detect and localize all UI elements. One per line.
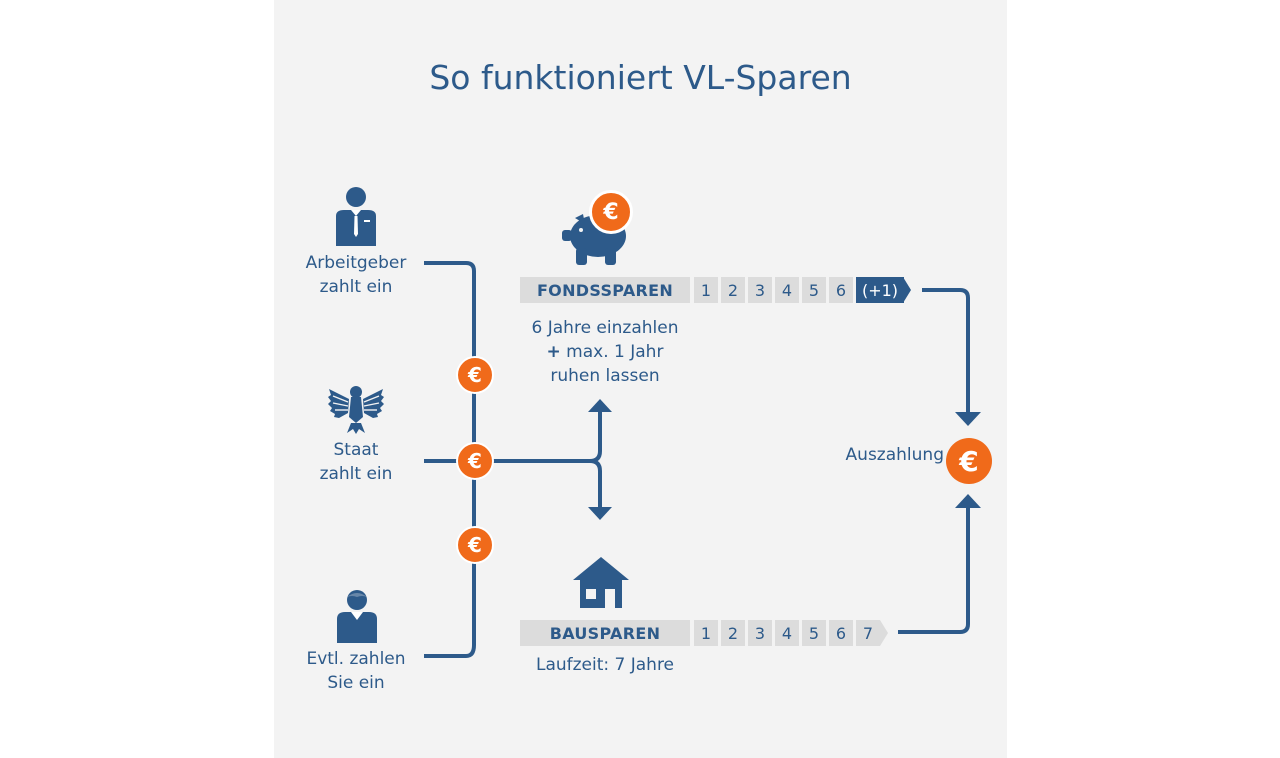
state-label: Staat zahlt ein	[319, 440, 393, 484]
employer-icon	[336, 187, 376, 246]
euro-coin-state: €	[456, 442, 494, 480]
fondssparen-label: FONDSSPAREN	[520, 277, 690, 303]
person-icon	[337, 590, 377, 643]
fonds-bar-tip	[903, 277, 911, 303]
fonds-year: 4	[775, 277, 799, 303]
baus-year: 4	[775, 620, 799, 646]
payout-label: Auszahlung	[845, 445, 944, 465]
piggy-euro-coin: €	[589, 190, 633, 234]
arrow-up-payout	[955, 494, 981, 508]
arrow-down-payout	[955, 412, 981, 426]
baus-year: 3	[748, 620, 772, 646]
page-title: So funktioniert VL-Sparen	[429, 58, 852, 97]
eagle-icon	[328, 386, 384, 434]
baus-year: 5	[802, 620, 826, 646]
fonds-year: 6	[829, 277, 853, 303]
payout-euro-coin: €	[946, 438, 992, 484]
house-icon	[573, 557, 629, 608]
baus-payout-line	[898, 508, 970, 634]
fondssparen-description: 6 Jahre einzahlen + max. 1 Jahr ruhen la…	[531, 318, 679, 386]
euro-coin-self: €	[456, 526, 494, 564]
arrow-down-baus	[588, 507, 612, 520]
fonds-year: 2	[721, 277, 745, 303]
fonds-year: 3	[748, 277, 772, 303]
employer-label: Arbeitgeber zahlt ein	[305, 253, 407, 297]
baus-year: 1	[694, 620, 718, 646]
fonds-payout-line	[922, 288, 970, 414]
bausparen-description: Laufzeit: 7 Jahre	[535, 655, 675, 675]
baus-bar-tip	[880, 620, 888, 646]
fonds-extra-year: (+1)	[856, 277, 904, 303]
euro-coin-employer: €	[456, 356, 494, 394]
baus-year: 2	[721, 620, 745, 646]
baus-year: 7	[856, 620, 880, 646]
fonds-year: 5	[802, 277, 826, 303]
branch-down-line	[589, 459, 602, 508]
fonds-year: 1	[694, 277, 718, 303]
self-payer-label: Evtl. zahlen Sie ein	[306, 649, 406, 693]
baus-year: 6	[829, 620, 853, 646]
bausparen-label: BAUSPAREN	[520, 620, 690, 646]
arrow-up-fonds	[588, 399, 612, 412]
